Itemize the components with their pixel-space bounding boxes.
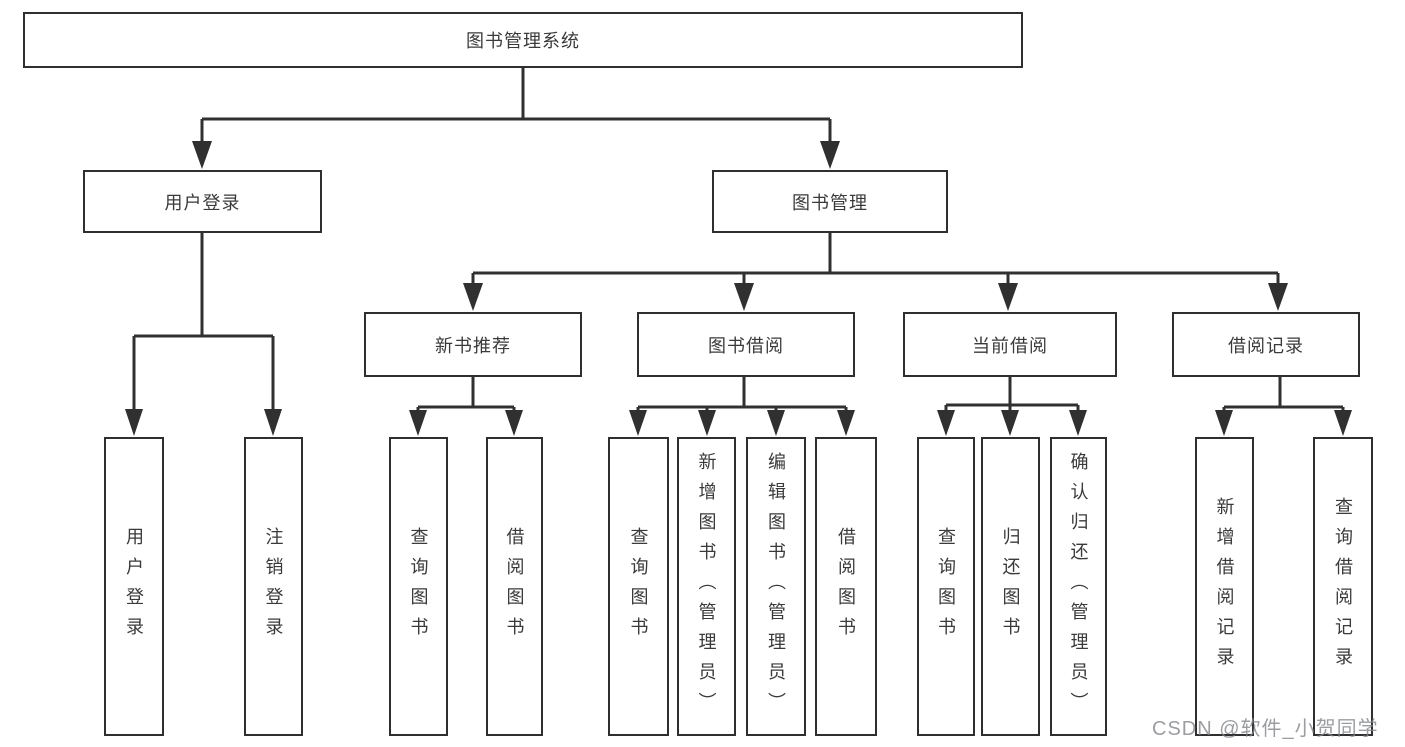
node-leaf-borrow-book-recommend: 借阅图书: [486, 437, 543, 736]
node-label: 借阅记录: [1228, 335, 1304, 356]
node-user-login: 用户登录: [83, 170, 322, 233]
node-label: 用户登录: [164, 192, 241, 213]
node-leaf-logout: 注销登录: [244, 437, 303, 736]
node-label: 图书借阅: [708, 335, 784, 356]
node-label: 借阅图书: [836, 526, 856, 647]
node-label: 新增图书（管理员）: [696, 451, 717, 722]
node-label: 图书管理: [792, 192, 868, 213]
node-leaf-query-borrow-record: 查询借阅记录: [1313, 437, 1373, 736]
node-label: 当前借阅: [972, 335, 1048, 356]
node-leaf-user-login: 用户登录: [104, 437, 164, 736]
node-new-book-recommend: 新书推荐: [364, 312, 582, 377]
node-leaf-query-current-borrow: 查询图书: [917, 437, 975, 736]
node-label: 查询图书: [936, 526, 956, 647]
node-label: 注销登录: [263, 526, 284, 647]
node-leaf-return-book: 归还图书: [981, 437, 1040, 736]
node-label: 用户登录: [124, 526, 144, 647]
node-current-borrow: 当前借阅: [903, 312, 1117, 377]
node-leaf-edit-book-admin: 编辑图书（管理员）: [746, 437, 806, 736]
node-label: 查询图书: [628, 526, 649, 647]
node-label: 新增借阅记录: [1214, 496, 1235, 677]
node-label: 确认归还（管理员）: [1068, 451, 1089, 722]
node-leaf-borrow-book: 借阅图书: [815, 437, 877, 736]
node-label: 图书管理系统: [466, 31, 580, 51]
node-leaf-add-book-admin: 新增图书（管理员）: [677, 437, 736, 736]
node-borrow-record: 借阅记录: [1172, 312, 1360, 377]
node-leaf-confirm-return-admin: 确认归还（管理员）: [1050, 437, 1107, 736]
node-label: 查询图书: [408, 526, 429, 647]
node-book-borrow: 图书借阅: [637, 312, 855, 377]
node-label: 新书推荐: [435, 335, 511, 356]
node-leaf-query-book-borrow: 查询图书: [608, 437, 669, 736]
node-system-root: 图书管理系统: [23, 12, 1023, 68]
node-leaf-add-borrow-record: 新增借阅记录: [1195, 437, 1254, 736]
node-label: 借阅图书: [504, 526, 525, 647]
node-label: 归还图书: [1000, 526, 1021, 647]
node-label: 查询借阅记录: [1333, 496, 1353, 677]
csdn-watermark: CSDN @软件_小贺同学: [1152, 718, 1379, 740]
node-label: 编辑图书（管理员）: [766, 451, 786, 722]
node-book-management: 图书管理: [712, 170, 948, 233]
node-leaf-query-book-recommend: 查询图书: [389, 437, 448, 736]
